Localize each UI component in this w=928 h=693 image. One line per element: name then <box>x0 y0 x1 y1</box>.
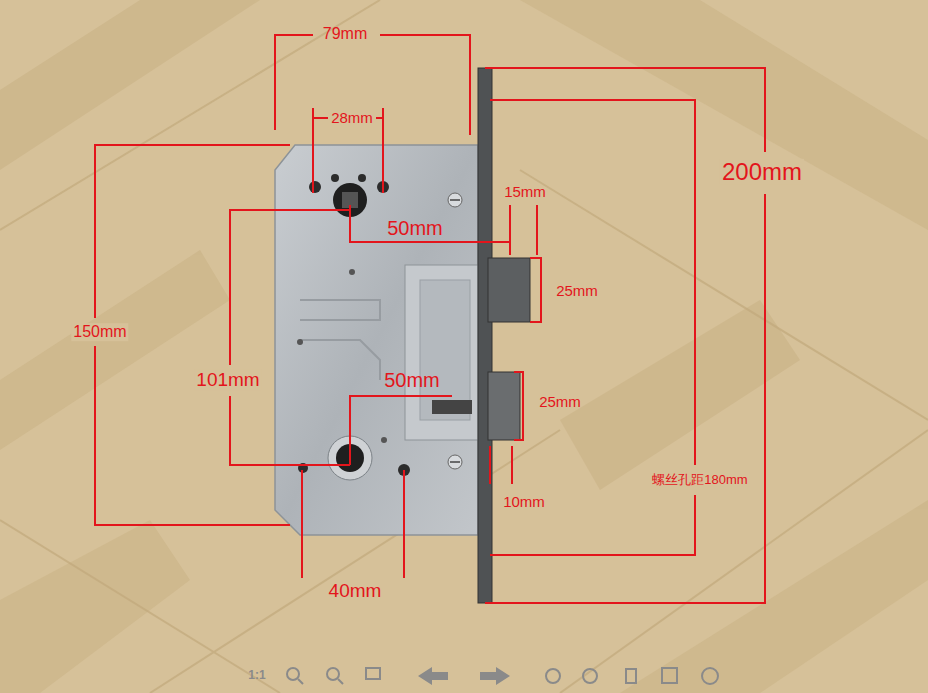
dimension-label: 螺丝孔距180mm <box>650 473 749 487</box>
dimension-label: 101mm <box>194 370 261 391</box>
dimension-label: 28mm <box>331 110 373 127</box>
dimension-label: 25mm <box>556 283 598 300</box>
dimension-label: 15mm <box>504 184 546 201</box>
dimension-label: 10mm <box>503 494 545 511</box>
dimension-label: 150mm <box>71 323 128 341</box>
dimension-label: 50mm <box>384 369 440 391</box>
toolbar-label: 1:1 <box>248 669 265 682</box>
dimension-label: 50mm <box>387 217 443 239</box>
dimension-label: 79mm <box>323 25 367 43</box>
dimension-label: 40mm <box>329 581 382 602</box>
dimension-label: 200mm <box>720 159 804 185</box>
dimension-label: 25mm <box>539 394 581 411</box>
